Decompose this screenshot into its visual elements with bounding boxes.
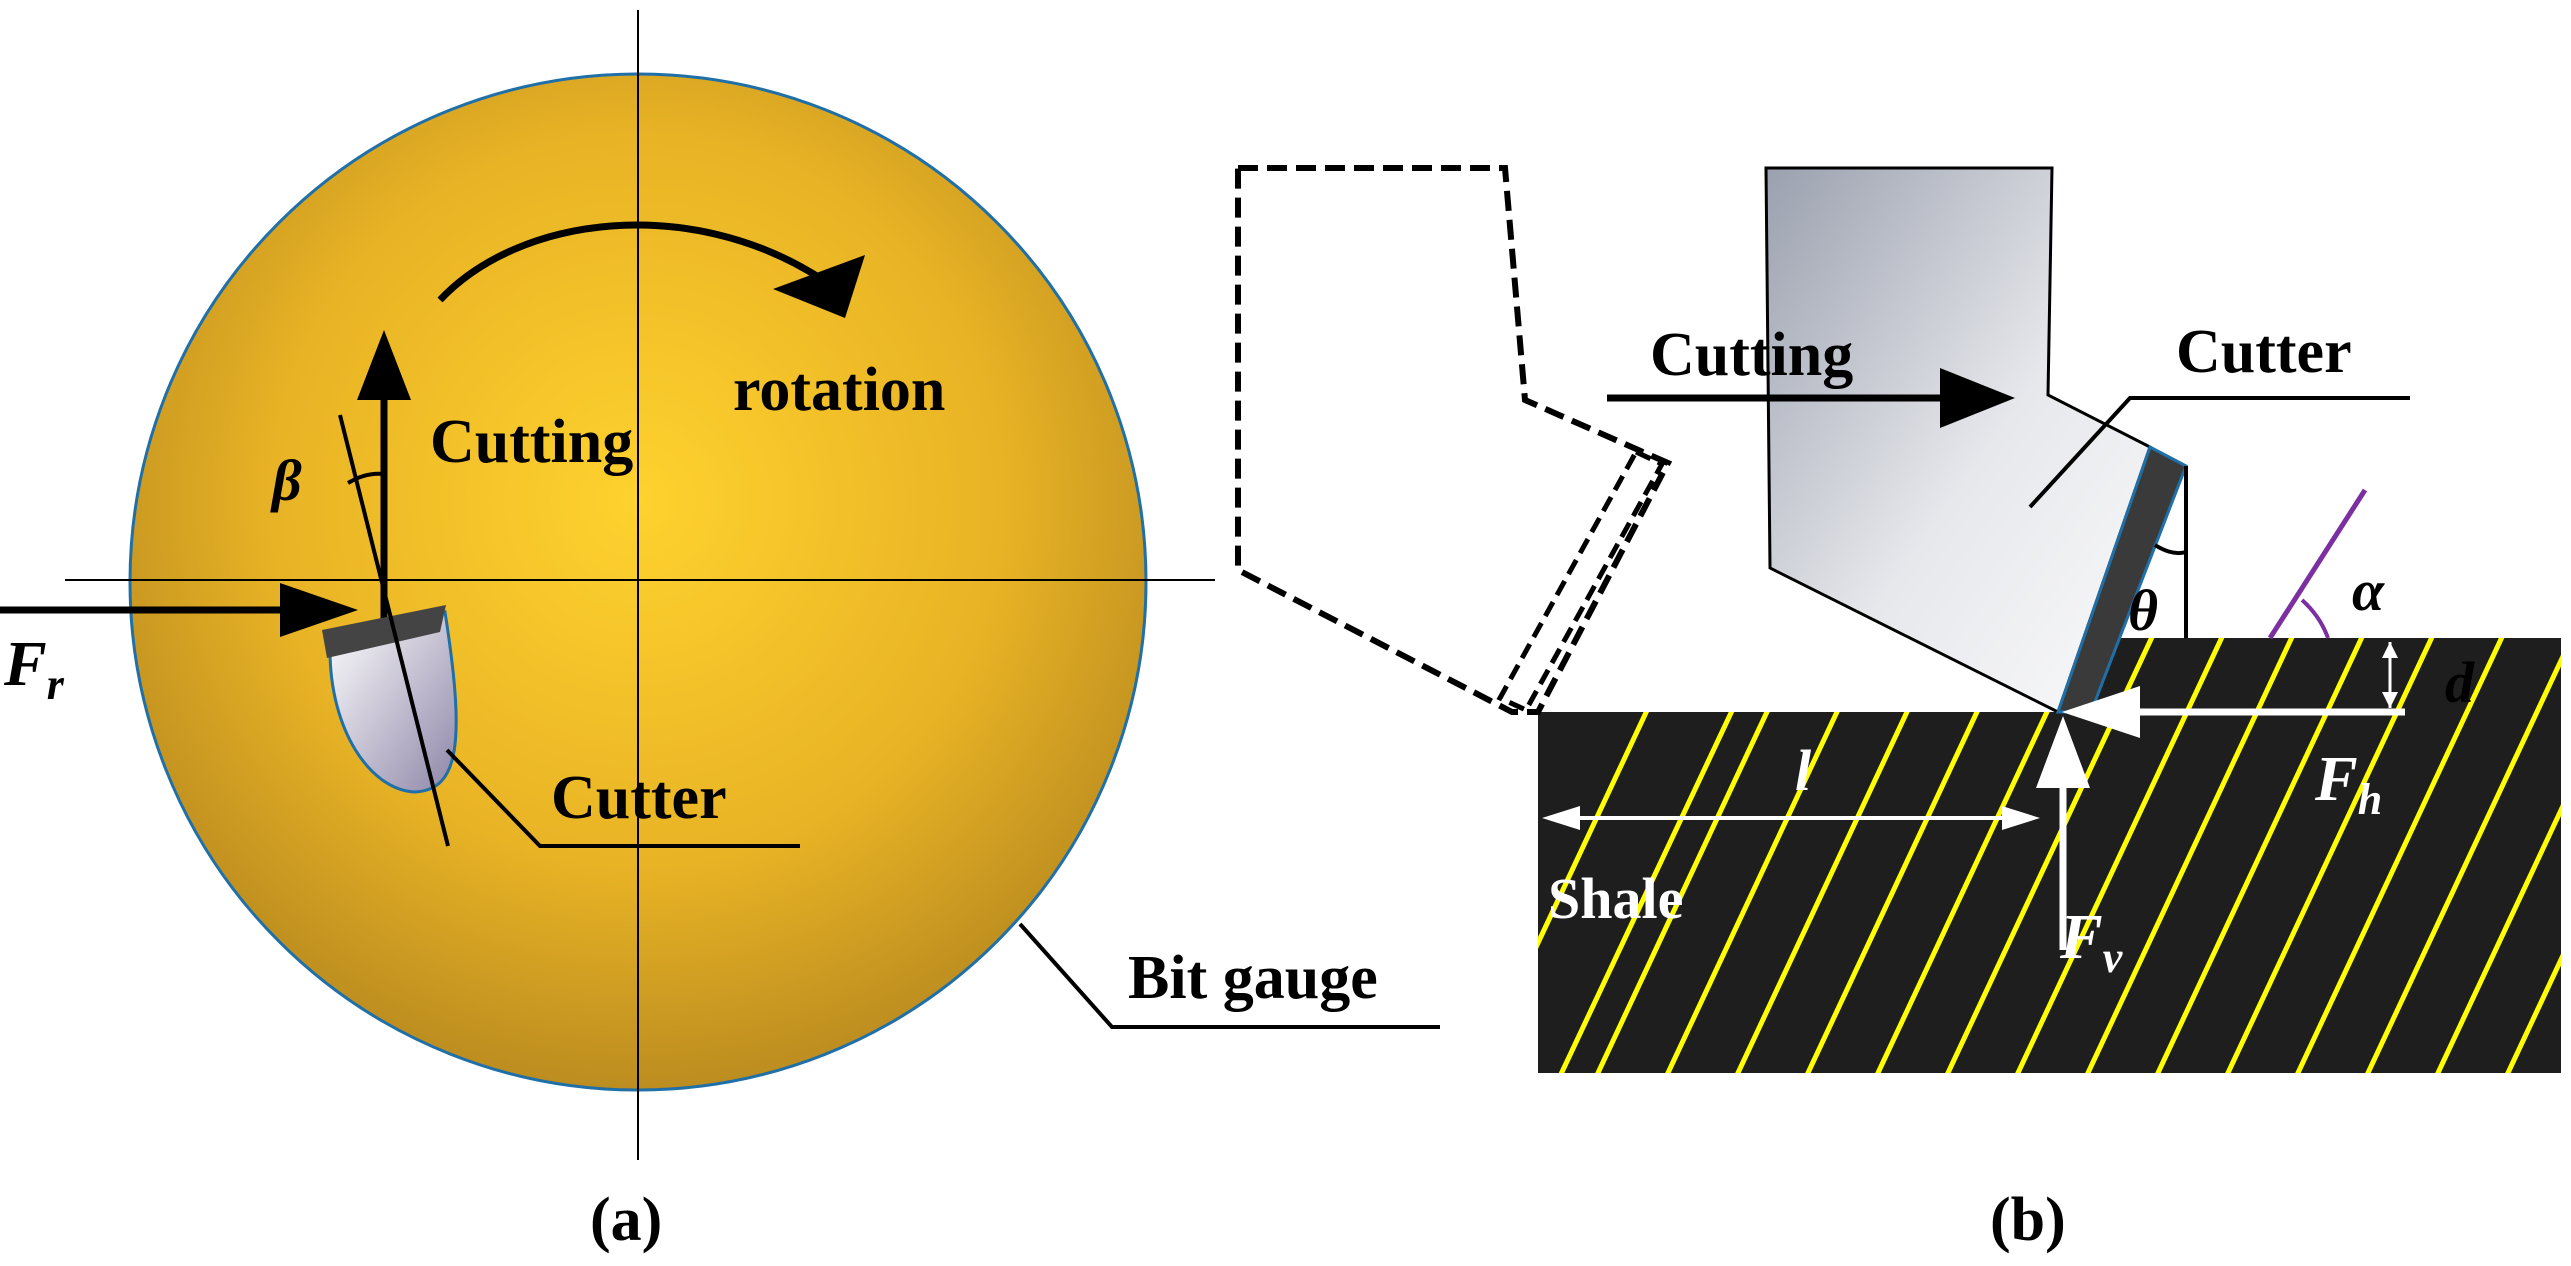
cutting-label-b: Cutting — [1650, 321, 1853, 389]
fr-arrow-head — [280, 583, 358, 637]
depth-arrow-bottom — [2382, 692, 2398, 708]
fh-main: F — [2314, 743, 2358, 814]
alpha-angle-arc — [2300, 598, 2330, 639]
fh-arrow-head — [2062, 686, 2140, 738]
fr-main: F — [3, 628, 47, 699]
panel-a: rotation Cutting β Fr Cutter Bit gauge (… — [0, 10, 1440, 1254]
previous-cutter-table — [1496, 448, 1666, 714]
bit-gauge-leader — [1018, 922, 1440, 1029]
cutting-arrow-head-b — [1940, 368, 2015, 428]
length-arrow-right — [2002, 806, 2040, 830]
previous-cutter-outline — [1235, 165, 1673, 715]
caption-b: (b) — [1990, 1186, 2066, 1254]
alpha-symbol: α — [2352, 558, 2385, 623]
cutter-leader-b — [2028, 396, 2410, 509]
cutting-arrow-head — [357, 330, 411, 400]
rotation-label: rotation — [733, 356, 945, 424]
theta-angle-arc — [2153, 543, 2187, 556]
cutting-label-a: Cutting — [430, 408, 633, 476]
fv-label: Fv — [2059, 901, 2123, 982]
cutter-label-b: Cutter — [2176, 318, 2352, 386]
fv-arrow-head — [2036, 716, 2090, 788]
fr-label: Fr — [3, 628, 65, 709]
theta-symbol: θ — [2128, 578, 2158, 643]
shale-label: Shale — [1548, 866, 1683, 931]
panel-b: Cutting Cutter θ α d Fh Fv l Shale (b) — [1235, 165, 2561, 1254]
cutter-face-line-a — [338, 414, 450, 847]
fv-main: F — [2059, 901, 2103, 972]
depth-arrow-top — [2382, 642, 2398, 658]
fh-sub: h — [2358, 775, 2382, 824]
rotation-arrow-head — [773, 255, 865, 318]
fv-sub: v — [2103, 933, 2123, 982]
cutter-leader-a — [445, 748, 800, 848]
rotation-arrow-arc — [437, 221, 822, 303]
bit-gauge-label: Bit gauge — [1128, 944, 1378, 1012]
beta-symbol: β — [270, 448, 302, 513]
beta-angle-arc — [346, 471, 385, 485]
length-arrow-left — [1542, 806, 1580, 830]
alpha-bedding-line — [2267, 488, 2368, 640]
depth-symbol: d — [2445, 650, 2475, 715]
caption-a: (a) — [590, 1186, 662, 1254]
length-symbol: l — [1795, 738, 1812, 803]
fh-label: Fh — [2314, 743, 2382, 824]
fr-sub: r — [47, 660, 65, 709]
cutter-label-a: Cutter — [551, 764, 727, 832]
cutter-table-a — [322, 605, 446, 658]
